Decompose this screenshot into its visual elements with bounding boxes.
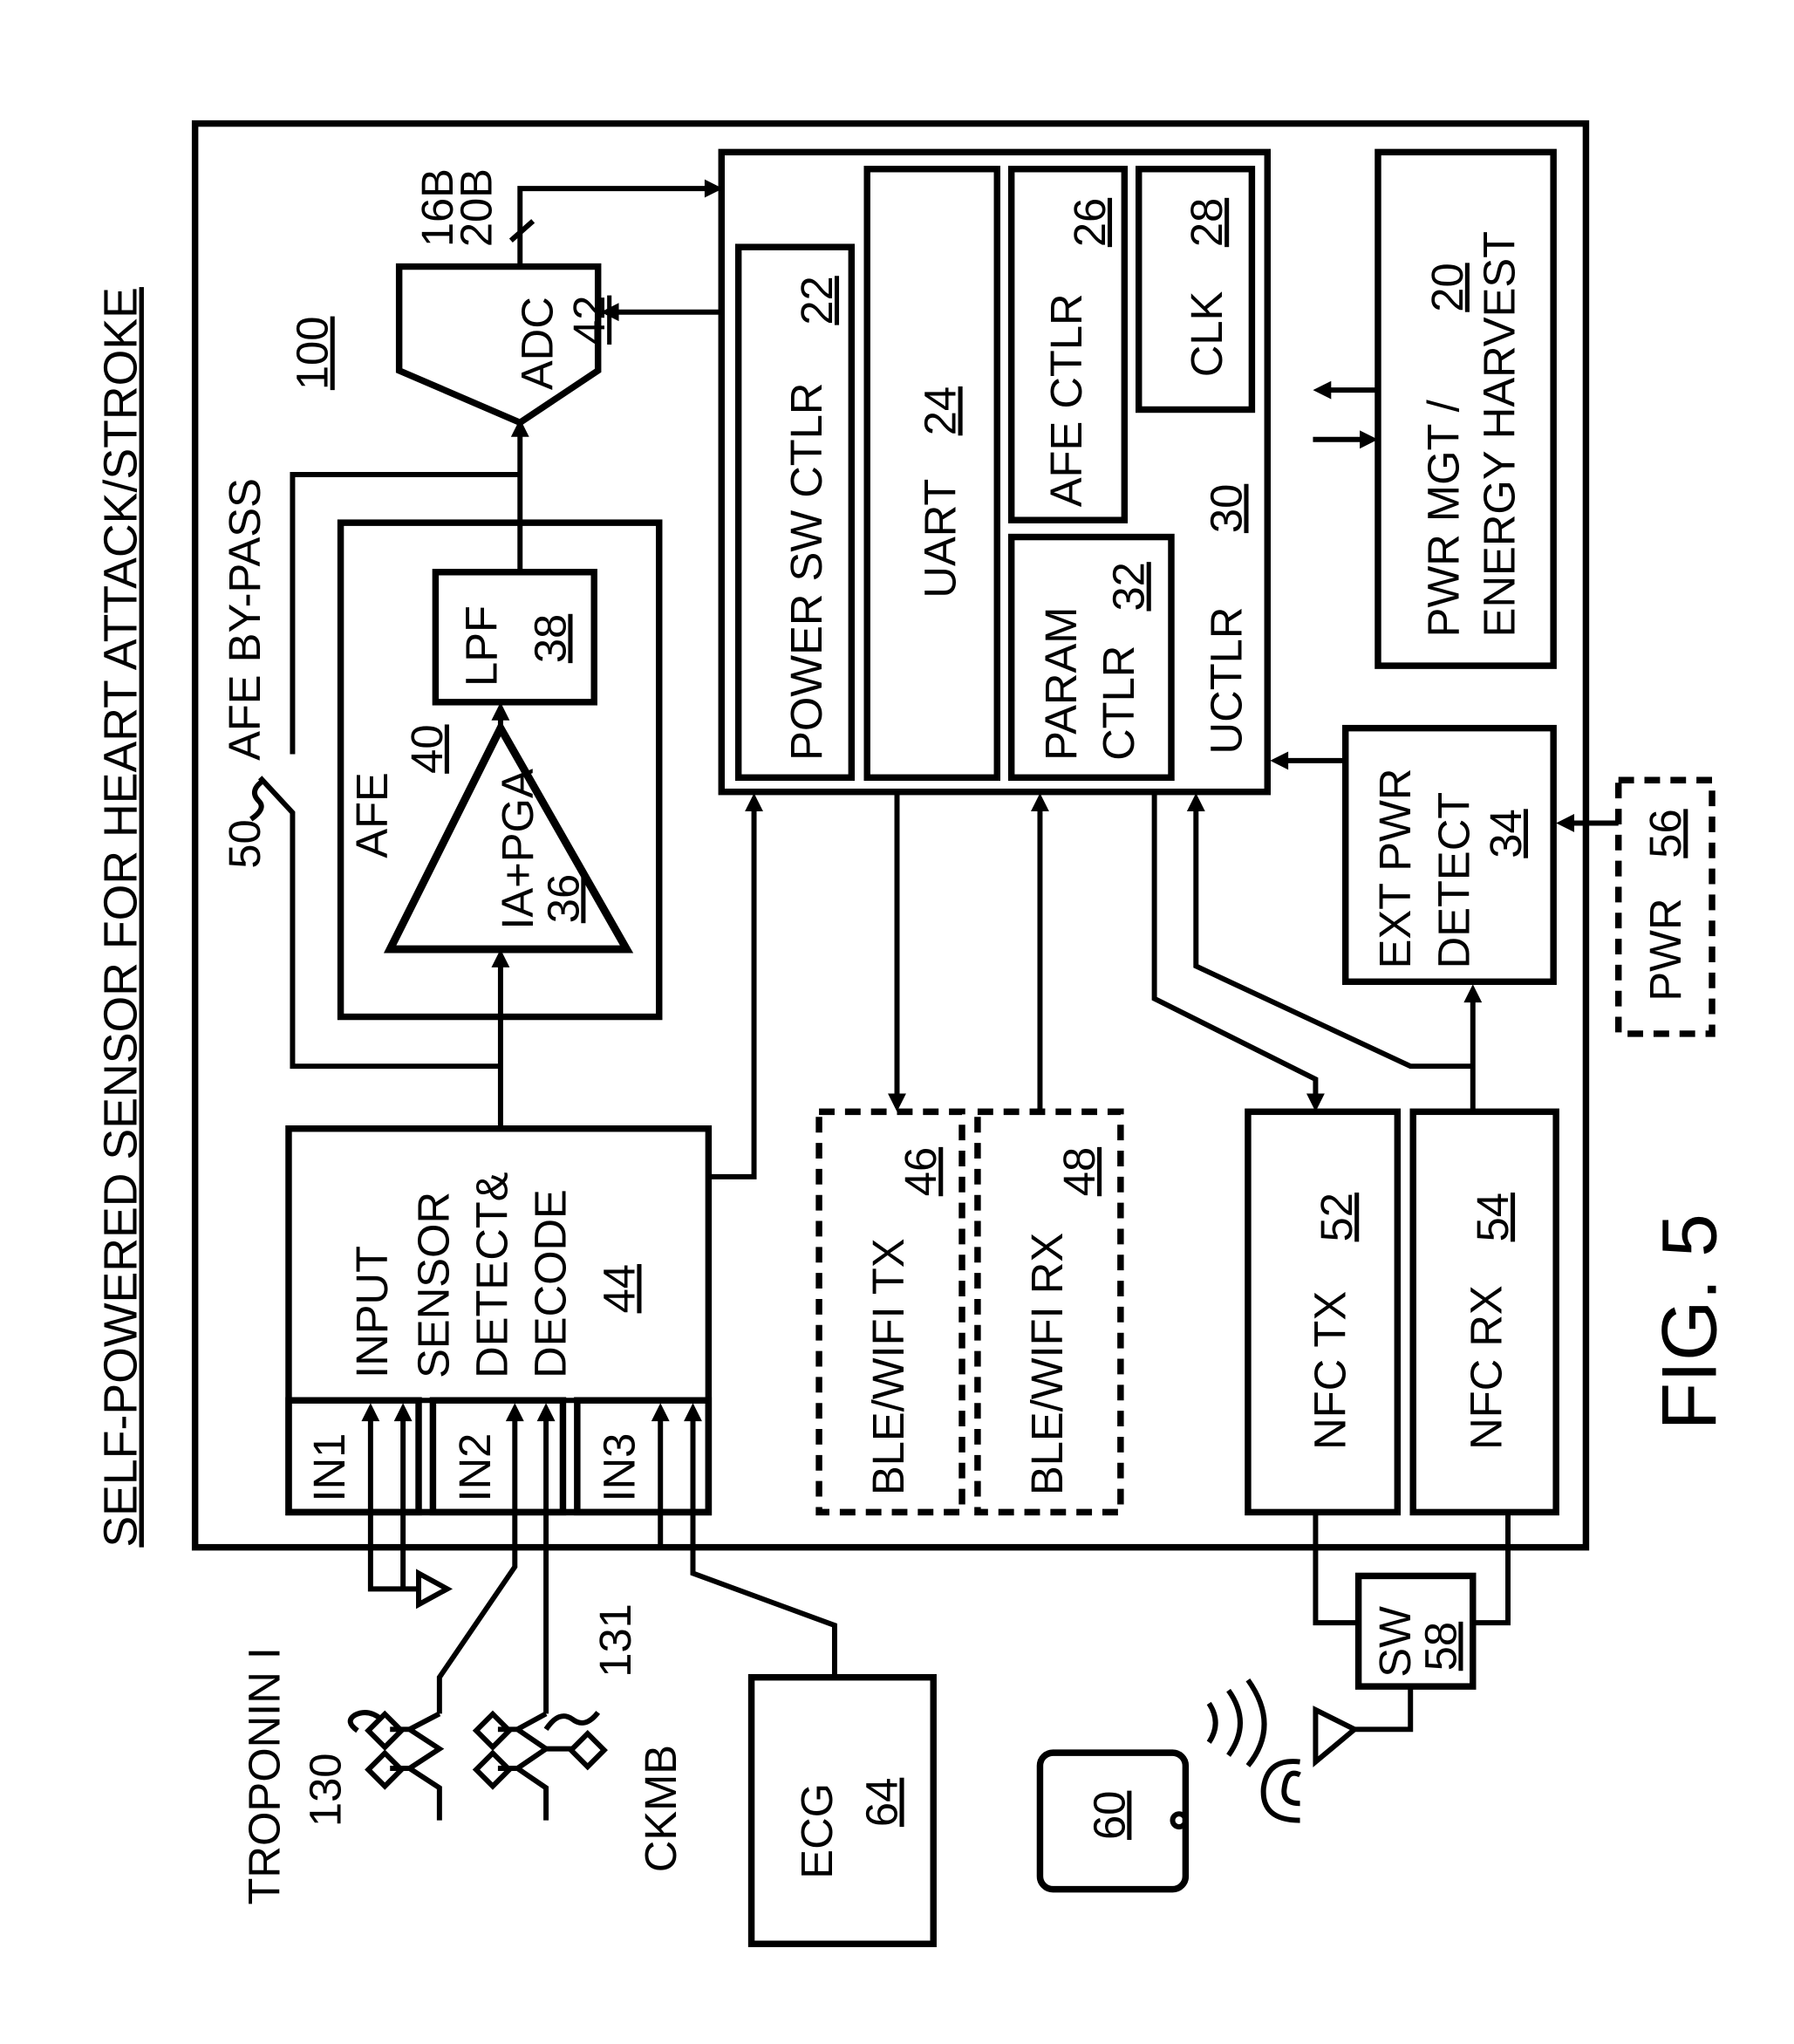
ia-pga-ref: 36 bbox=[538, 874, 588, 923]
uctlr-to-nfc-tx bbox=[1155, 792, 1316, 1103]
pwr-label: PWR bbox=[1641, 898, 1690, 1001]
power-sw-ctlr-ref: 22 bbox=[792, 276, 842, 325]
bypass-label: AFE BY-PASS bbox=[220, 478, 269, 761]
pwr-mgt-line2: ENERGY HARVEST bbox=[1474, 231, 1524, 637]
pwr-mgt-line1: PWR MGT / bbox=[1418, 399, 1468, 637]
pwr-ref: 56 bbox=[1641, 809, 1690, 858]
in1-label: IN1 bbox=[304, 1433, 354, 1502]
ble-rx-ref: 48 bbox=[1054, 1147, 1104, 1196]
switch-label: SW bbox=[1370, 1606, 1420, 1678]
ckmb-label: CKMB bbox=[636, 1745, 686, 1872]
power-sw-ctlr-label: POWER SW CTLR bbox=[781, 383, 831, 761]
param-ctlr-ref: 32 bbox=[1104, 562, 1154, 611]
afe-ref: 40 bbox=[402, 724, 452, 773]
ext-pwr-line2: DETECT bbox=[1429, 792, 1478, 969]
adc-ref: 42 bbox=[564, 296, 614, 345]
sensor-to-uctlr bbox=[708, 800, 754, 1177]
ckmb-sensor-icon bbox=[476, 1712, 604, 1821]
ext-pwr-line1: EXT PWR bbox=[1370, 769, 1420, 969]
ble-tx-ref: 46 bbox=[896, 1147, 945, 1196]
ext-pwr-ref: 34 bbox=[1481, 809, 1531, 858]
ble-rx-label: BLE/WIFI RX bbox=[1022, 1233, 1072, 1495]
switch-ref: 58 bbox=[1415, 1622, 1465, 1671]
antenna-icon bbox=[1315, 1710, 1354, 1762]
nfc-tx-label: NFC TX bbox=[1306, 1291, 1355, 1450]
nfc-rx-label: NFC RX bbox=[1462, 1285, 1511, 1450]
ecg-label: ECG bbox=[792, 1783, 842, 1879]
adc-output-bus bbox=[520, 188, 718, 266]
troponin-sensor-icon bbox=[351, 1712, 440, 1821]
input-sensor-ref: 44 bbox=[594, 1264, 644, 1313]
lpf-label: LPF bbox=[456, 605, 506, 687]
afe-ctlr-label: AFE CTLR bbox=[1041, 293, 1091, 507]
afe-label: AFE bbox=[347, 772, 397, 858]
ble-tx-label: BLE/WIFI TX bbox=[863, 1238, 913, 1495]
nfc-tx-ref: 52 bbox=[1312, 1193, 1361, 1241]
uart-block bbox=[867, 169, 997, 778]
pwr-mgt-ref: 20 bbox=[1422, 263, 1472, 311]
in3-label: IN3 bbox=[594, 1433, 644, 1502]
bypass-ref: 50 bbox=[220, 819, 269, 868]
param-ctlr-line1: PARAM bbox=[1036, 607, 1086, 761]
afe-ctlr-ref: 26 bbox=[1065, 198, 1115, 247]
in2-label: IN2 bbox=[450, 1433, 500, 1502]
input-sensor-line2: SENSOR bbox=[408, 1192, 458, 1378]
adc-label: ADC bbox=[513, 297, 563, 390]
ckmb-ref: 131 bbox=[590, 1603, 640, 1678]
system-ref: 100 bbox=[288, 317, 338, 391]
uctlr-ref: 30 bbox=[1201, 484, 1251, 533]
ground-symbol bbox=[419, 1573, 447, 1604]
phone-ref: 60 bbox=[1084, 1791, 1134, 1840]
ecg-ref: 64 bbox=[857, 1778, 907, 1827]
input-sensor-line4: DECODE bbox=[525, 1189, 575, 1378]
figure-label: FIG. 5 bbox=[1645, 1213, 1732, 1430]
figure-title: SELF-POWERED SENSOR FOR HEART ATTACK/STR… bbox=[95, 287, 147, 1548]
input-sensor-line3: DETECT& bbox=[467, 1172, 516, 1377]
nfc-rx-ref: 54 bbox=[1468, 1193, 1518, 1241]
param-ctlr-line2: CTLR bbox=[1094, 646, 1143, 761]
uart-ref: 24 bbox=[916, 386, 965, 435]
wireless-signal-icon bbox=[1209, 1680, 1299, 1821]
troponin-label: TROPONIN I bbox=[240, 1647, 290, 1905]
adc-bits-20: 20B bbox=[451, 168, 501, 247]
ia-pga-label: IA+PGA bbox=[493, 769, 542, 930]
clk-label: CLK bbox=[1182, 291, 1231, 377]
lpf-ref: 38 bbox=[525, 614, 575, 663]
clk-ref: 28 bbox=[1182, 198, 1231, 247]
input-sensor-line1: INPUT bbox=[347, 1246, 397, 1378]
uctlr-label: UCTLR bbox=[1201, 607, 1251, 755]
troponin-ref: 130 bbox=[301, 1753, 351, 1828]
uart-label: UART bbox=[916, 479, 965, 598]
